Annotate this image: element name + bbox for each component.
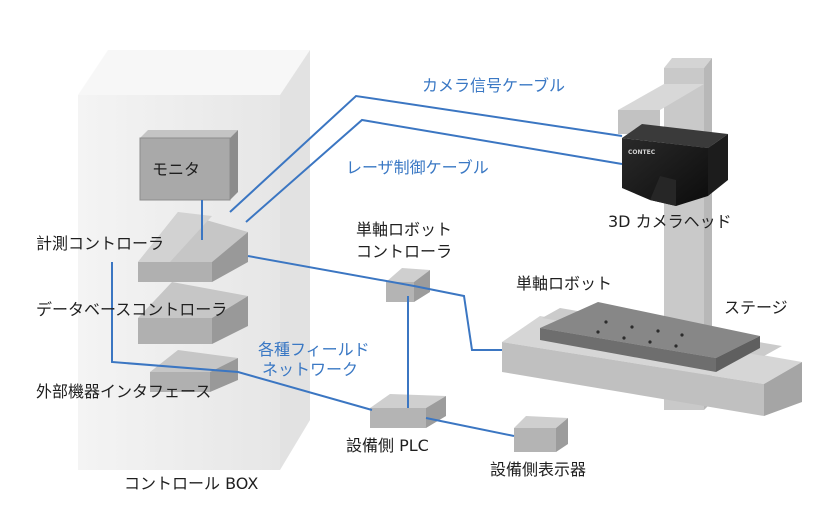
database-controller-label: データベースコントローラ	[36, 300, 228, 319]
camera-head-label: 3D カメラヘッド	[608, 212, 732, 231]
camera-brand-label: CONTEC	[628, 149, 656, 156]
field-network-link	[111, 262, 373, 411]
robot-controller-link	[247, 255, 502, 351]
plc-display-link	[425, 417, 515, 437]
single-axis-robot-label: 単軸ロボット	[516, 274, 613, 293]
robot-controller-label-line1: 単軸ロボット	[356, 220, 453, 239]
monitor-device	[139, 130, 238, 201]
cable-lines	[111, 94, 623, 437]
monitor-label: モニタ	[152, 160, 201, 179]
camera-cable-label: カメラ信号ケーブル	[422, 76, 566, 95]
laser-control-cable	[245, 118, 623, 223]
camera-head-device: CONTEC	[622, 124, 728, 206]
equipment-display-label: 設備側表示器	[490, 460, 587, 479]
robot-controller-label-line2: コントローラ	[356, 242, 453, 261]
database-controller-device	[138, 282, 248, 344]
equipment-display-device	[514, 416, 568, 452]
single-axis-robot	[502, 302, 802, 416]
measurement-controller-device	[138, 212, 248, 282]
field-network-label-line2: ネットワーク	[262, 360, 359, 379]
camera-signal-cable	[229, 94, 623, 213]
control-box-label: コントロール BOX	[124, 474, 259, 493]
external-interface-device	[150, 350, 238, 392]
laser-cable-label: レーザ制御ケーブル	[346, 158, 489, 177]
external-interface-label: 外部機器インタフェース	[36, 382, 212, 401]
equipment-plc-label: 設備側 PLC	[346, 436, 429, 455]
field-network-label-line1: 各種フィールド	[258, 340, 370, 359]
stage-label: ステージ	[724, 298, 788, 317]
measurement-controller-label: 計測コントローラ	[36, 234, 165, 253]
